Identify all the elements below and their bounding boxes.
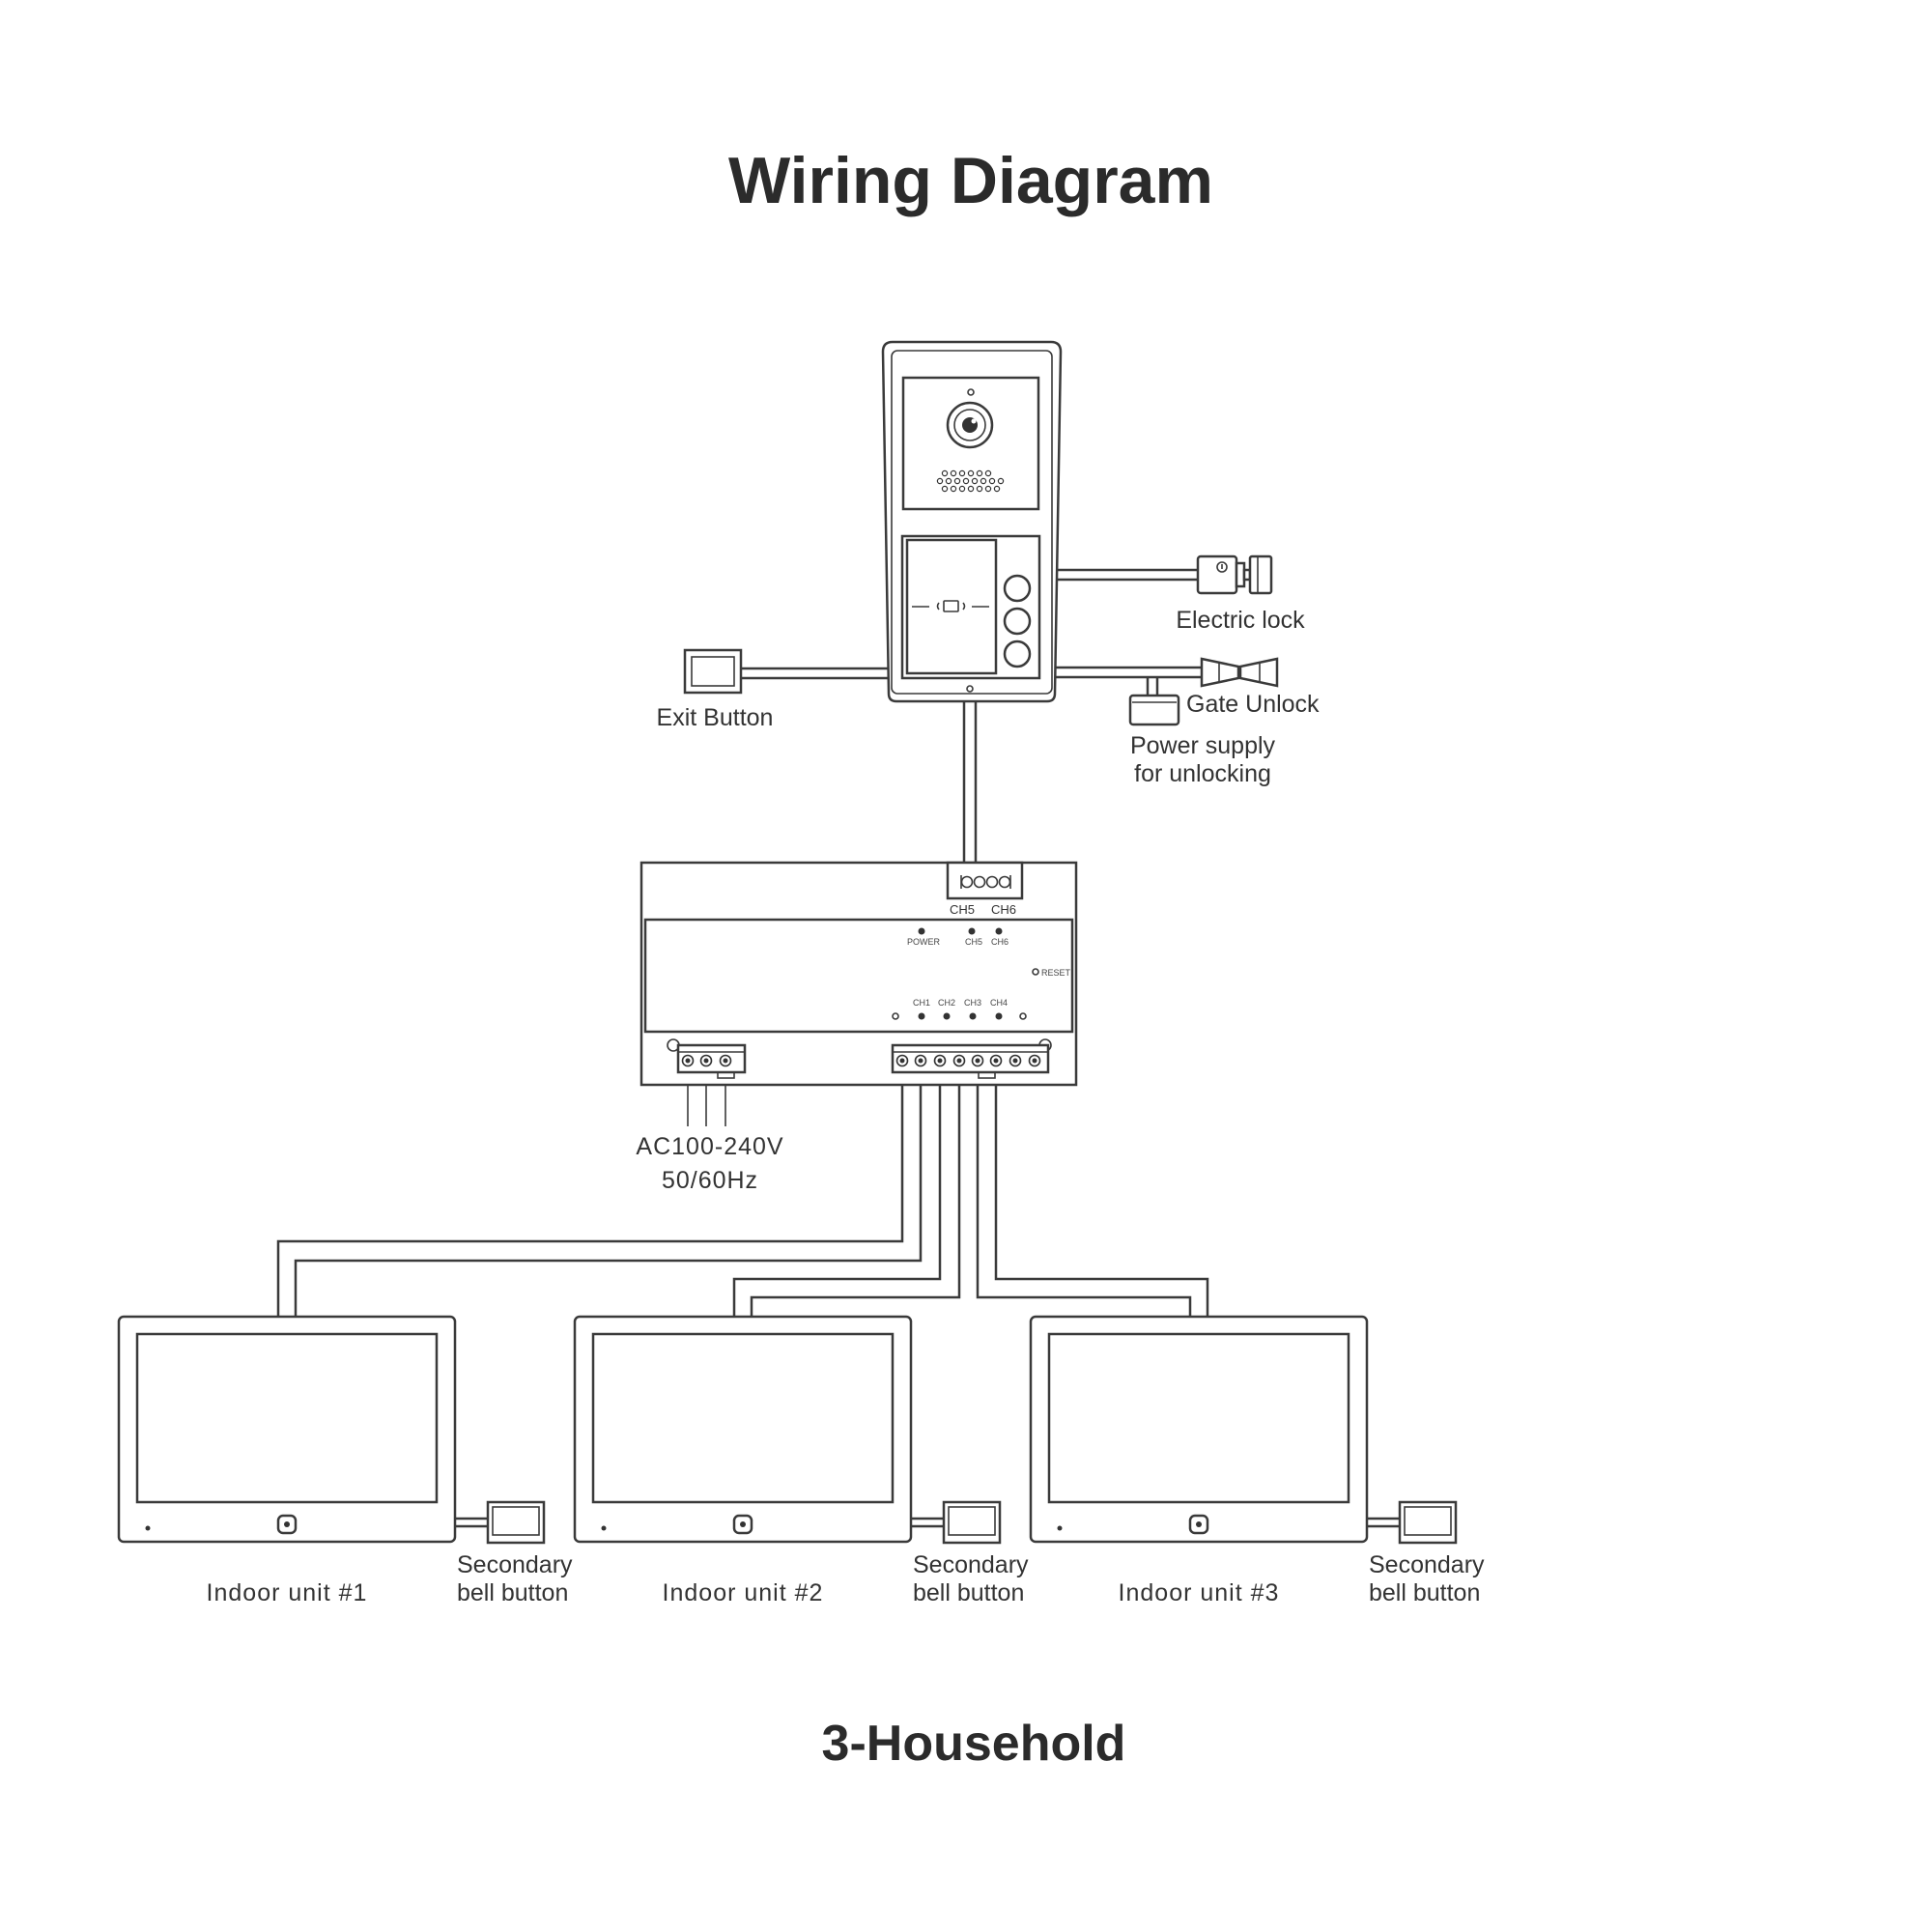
bell-button-2-icon [942,1500,1002,1545]
bell-button-3-label-line1: Secondary [1369,1551,1485,1578]
indoor-unit-1 [117,1315,457,1544]
led-ch2-label: CH2 [938,998,955,1008]
bell-button-1-icon [486,1500,546,1545]
indoor-unit-3-label: Indoor unit #3 [1119,1579,1280,1606]
ac-input-label-line1: AC100-240V [636,1133,783,1160]
bell-button-3-label-line2: bell button [1369,1579,1480,1606]
call-button-1[interactable] [1003,574,1032,603]
diagram-subtitle: 3-Household [822,1716,1126,1772]
power-supply-label-line1: Power supply [1130,732,1276,759]
indoor-unit-3-screen [1047,1332,1350,1504]
gate-unlock-label: Gate Unlock [1186,691,1320,718]
bell-button-2-label-line2: bell button [913,1579,1024,1606]
call-button-3[interactable] [1003,639,1032,668]
led-ch1-label: CH1 [913,998,930,1008]
call-button-2[interactable] [1003,607,1032,636]
reset-label: RESET [1041,968,1071,978]
led-ch5-label: CH5 [965,937,982,947]
indoor-unit-1-label: Indoor unit #1 [207,1579,368,1606]
outdoor-station [881,340,1063,703]
port-label-ch6: CH6 [991,902,1016,917]
bell-button-1-label-line2: bell button [457,1579,568,1606]
card-reader-area [905,538,998,675]
led-ch4-label: CH4 [990,998,1008,1008]
ac-input-label-line2: 50/60Hz [662,1167,758,1194]
reset-button[interactable] [1032,968,1039,976]
speaker-grill-icon [936,469,1005,493]
camera-icon [946,401,994,449]
gate-unlock-icon [1200,657,1279,688]
camera-panel [901,376,1040,511]
unlock-power-supply-icon [1128,694,1180,726]
indoor-unit-1-screen [135,1332,439,1504]
port-label-ch5: CH5 [950,902,975,917]
indoor-unit-2-screen [591,1332,895,1504]
diagram-title: Wiring Diagram [728,144,1213,217]
distributor: CH5 CH6 POWER CH5 CH6 RESET CH1 CH2 CH3 … [639,861,1078,1087]
bell-button-1-label-line1: Secondary [457,1551,573,1578]
exit-button-icon [683,648,743,695]
bell-button-3-icon [1398,1500,1458,1545]
led-ch6-label: CH6 [991,937,1009,947]
indoor-unit-2 [573,1315,913,1544]
indoor-unit-2-label: Indoor unit #2 [663,1579,824,1606]
led-ch3-label: CH3 [964,998,981,1008]
rfid-icon [936,600,966,612]
power-supply-label-line2: for unlocking [1134,760,1271,787]
indoor-unit-3 [1029,1315,1369,1544]
exit-button-label: Exit Button [657,704,774,731]
electric-lock-icon [1196,554,1273,595]
bell-button-2-label-line1: Secondary [913,1551,1029,1578]
led-power-label: POWER [907,937,941,947]
electric-lock-label: Electric lock [1176,607,1305,634]
